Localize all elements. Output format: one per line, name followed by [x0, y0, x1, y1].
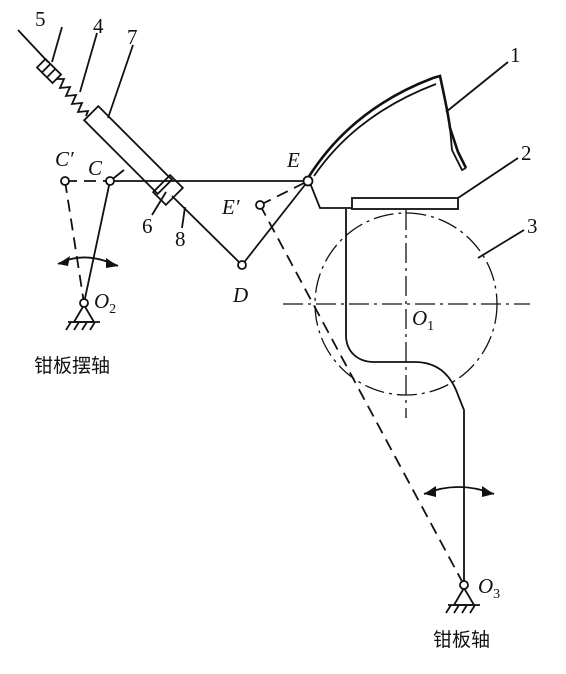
label-point-e: E	[286, 148, 300, 172]
leader-7	[107, 44, 134, 119]
joint-d	[237, 260, 247, 270]
upper-nipper-1-inner	[313, 83, 437, 177]
label-point-c: C	[88, 156, 103, 180]
collar-leader	[151, 191, 167, 216]
label-part-3: 3	[527, 214, 538, 238]
swing-arrow-right-head-a	[424, 486, 436, 497]
leader-2	[457, 157, 519, 199]
joint-e-prime	[255, 200, 265, 210]
label-part-1: 1	[510, 43, 521, 67]
dashed-c-prime-link	[64, 180, 85, 304]
spring-4	[56, 78, 90, 117]
dashed-e-prime-to-e	[259, 180, 309, 206]
swing-link-c-o2	[83, 180, 111, 304]
label-part-6: 6	[142, 214, 153, 238]
joint-c	[105, 176, 115, 186]
rod-8-leader	[181, 206, 186, 229]
lower-nipper-plate-2	[351, 197, 459, 210]
label-part-8: 8	[175, 227, 186, 251]
upper-nipper-1	[306, 74, 468, 179]
label-point-e-prime: E′	[221, 195, 240, 219]
rod-extension	[17, 29, 49, 63]
upper-nipper-1-tail	[449, 127, 467, 172]
label-point-o3: O3	[478, 574, 500, 602]
caption-pivot-shaft-left: 钳板摆轴	[34, 355, 110, 377]
joint-o3	[459, 580, 469, 590]
pivot-support-o2	[65, 303, 100, 331]
label-point-d: D	[232, 283, 248, 307]
label-point-o2: O2	[94, 289, 116, 317]
swing-arrow-left-head-a	[58, 256, 70, 266]
label-part-5: 5	[35, 7, 46, 31]
leader-1	[445, 61, 509, 113]
swing-arrow-right-head-b	[482, 486, 494, 497]
label-point-c-prime: C′	[55, 147, 74, 171]
link-rod-d	[171, 195, 243, 266]
pivot-support-o3	[445, 586, 480, 614]
collar-6	[151, 173, 185, 207]
joint-e	[302, 175, 314, 187]
joint-o2	[79, 298, 89, 308]
swing-arrow-left-head-b	[106, 258, 118, 268]
label-part-4: 4	[93, 14, 104, 38]
leader-5	[51, 26, 63, 63]
leader-4	[79, 32, 98, 93]
label-point-o1: O1	[412, 306, 434, 334]
label-part-2: 2	[521, 141, 532, 165]
nipper-frame-arm	[345, 209, 465, 585]
leader-3	[477, 229, 525, 259]
caption-pivot-shaft-right: 钳板轴	[433, 629, 490, 651]
joint-c-prime	[60, 176, 70, 186]
dashed-e-prime-to-o3	[259, 204, 465, 586]
nipper-body-outline	[307, 177, 352, 209]
link-ed	[241, 180, 309, 266]
label-part-7: 7	[127, 25, 138, 49]
sleeve-7	[82, 104, 174, 196]
